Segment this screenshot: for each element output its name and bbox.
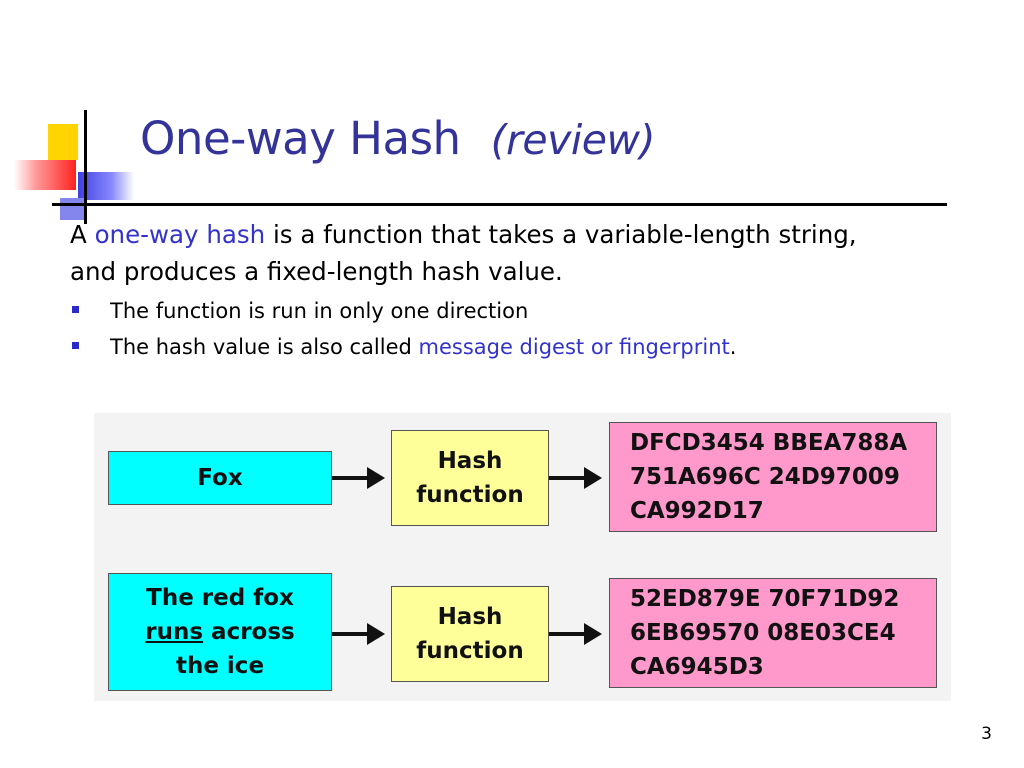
page-number: 3 — [981, 724, 992, 744]
arrow-right-icon — [549, 467, 602, 489]
bullet-highlight: message digest or fingerprint — [418, 335, 730, 359]
input-line-rest: across — [203, 619, 295, 645]
decor-yellow-square — [48, 124, 78, 160]
intro-suffix: is a function that takes a variable-leng… — [70, 220, 857, 286]
arrow-right-icon — [332, 467, 385, 489]
input-line-mixed: runs across — [145, 615, 294, 649]
arrow-right-icon — [332, 623, 385, 645]
title-main: One-way Hash — [140, 112, 461, 165]
output-line: CA992D17 — [630, 498, 764, 524]
hash-function-box: Hash function — [391, 430, 549, 526]
output-line: 751A696C 24D97009 — [630, 464, 900, 490]
input-line: The red fox — [146, 585, 294, 611]
bullet-text: The function is run in only one directio… — [110, 299, 529, 323]
output-line: CA6945D3 — [630, 654, 764, 680]
decor-vertical-line — [84, 110, 87, 224]
bullet-square-icon — [72, 342, 79, 349]
decor-blue-bar — [78, 172, 134, 200]
input-box-fox: Fox — [108, 451, 332, 505]
hash-output-box: 52ED879E 70F71D92 6EB69570 08E03CE4 CA69… — [609, 578, 937, 688]
decor-red-bar — [14, 160, 76, 190]
input-line: the ice — [175, 653, 265, 679]
bullet-square-icon — [72, 306, 79, 313]
function-line: function — [416, 638, 524, 664]
hash-diagram: Fox Hash function DFCD3454 BBEA788A 751A… — [94, 413, 951, 701]
title-underline — [52, 203, 947, 206]
intro-paragraph: A one-way hash is a function that takes … — [70, 216, 890, 290]
function-line: Hash — [437, 448, 503, 474]
intro-term: one-way hash — [94, 220, 266, 249]
output-line: 6EB69570 08E03CE4 — [630, 620, 896, 646]
slide-title: One-way Hash (review) — [140, 112, 656, 165]
function-line: function — [416, 482, 524, 508]
input-underlined-word: runs — [145, 619, 204, 645]
bullet-list: The function is run in only one directio… — [70, 293, 736, 365]
hash-output-box: DFCD3454 BBEA788A 751A696C 24D97009 CA99… — [609, 422, 937, 532]
output-line: DFCD3454 BBEA788A — [630, 430, 908, 456]
output-line: 52ED879E 70F71D92 — [630, 586, 900, 612]
bullet-item: The hash value is also called message di… — [70, 329, 736, 365]
bullet-text-before: The hash value is also called — [110, 335, 419, 359]
bullet-text-after: . — [729, 335, 737, 359]
function-line: Hash — [437, 604, 503, 630]
hash-function-box: Hash function — [391, 586, 549, 682]
title-subtitle: (review) — [490, 116, 656, 164]
arrow-right-icon — [549, 623, 602, 645]
intro-prefix: A — [70, 220, 95, 249]
bullet-item: The function is run in only one directio… — [70, 293, 736, 329]
input-text: Fox — [197, 465, 243, 491]
input-box-sentence: The red fox runs across the ice — [108, 573, 332, 691]
